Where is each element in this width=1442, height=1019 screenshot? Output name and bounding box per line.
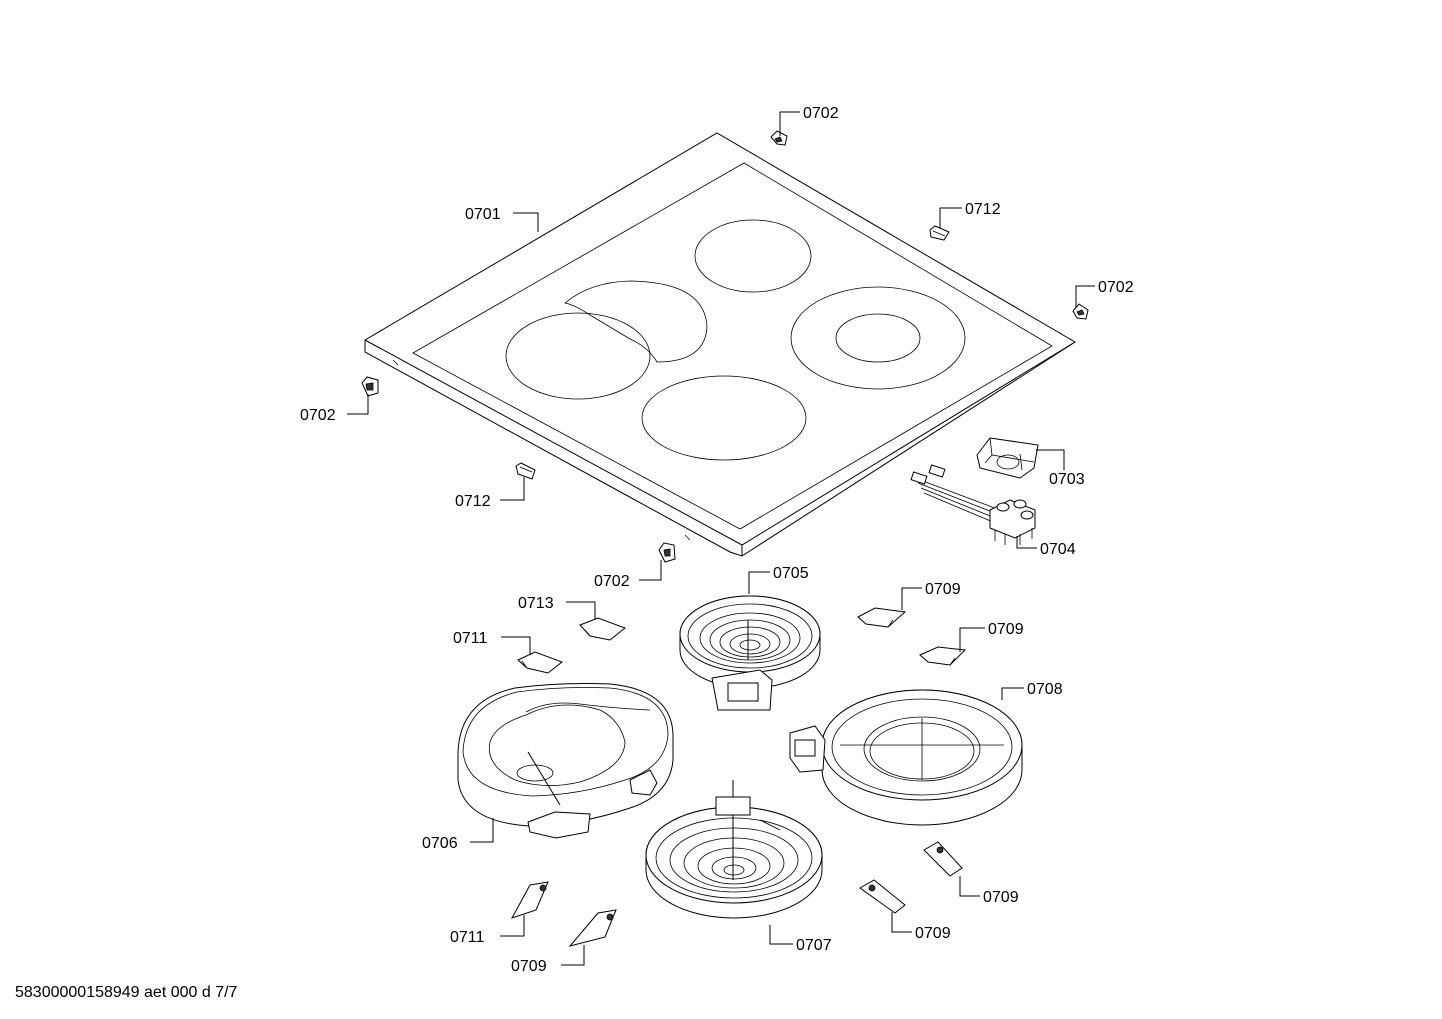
bracket-0711-upper bbox=[517, 651, 564, 674]
bracket-0709-c bbox=[923, 841, 963, 877]
bracket-0709-e bbox=[568, 909, 617, 947]
callout-0702-right: 0702 bbox=[1098, 279, 1134, 296]
leader-lines bbox=[347, 111, 1095, 966]
callout-0711-lower: 0711 bbox=[450, 929, 485, 946]
clip-0702-left bbox=[361, 376, 379, 397]
clip-0712-top bbox=[929, 225, 950, 241]
bracket-0709-a bbox=[857, 607, 907, 628]
callout-labels: 0702 0701 0712 0702 0702 0712 0702 0703 … bbox=[300, 105, 1134, 975]
dual-circuit-heater-0708 bbox=[789, 689, 1023, 826]
bracket-0709-b bbox=[919, 646, 967, 666]
callout-0702-left: 0702 bbox=[300, 407, 336, 424]
radiant-heater-0707 bbox=[645, 780, 823, 919]
clip-0712-left bbox=[515, 462, 536, 480]
callout-0702-top: 0702 bbox=[803, 105, 839, 122]
callout-0707: 0707 bbox=[796, 937, 832, 954]
clip-0702-bottom bbox=[658, 542, 676, 563]
callout-0709-e: 0709 bbox=[511, 958, 547, 975]
clip-0702-top bbox=[770, 130, 788, 146]
callout-0703: 0703 bbox=[1049, 471, 1085, 488]
bracket-0711-lower bbox=[510, 881, 549, 919]
hob-glass-top bbox=[364, 132, 1076, 557]
terminal-cover-0703 bbox=[976, 437, 1039, 479]
callout-0712-left: 0712 bbox=[455, 493, 491, 510]
callout-0711-upper: 0711 bbox=[453, 630, 488, 647]
dual-heater-0706 bbox=[457, 683, 674, 839]
callout-0709-b: 0709 bbox=[988, 621, 1024, 638]
drawing-id: 58300000158949 aet 000 d 7/7 bbox=[15, 984, 238, 1001]
callout-0709-a: 0709 bbox=[925, 581, 961, 598]
callout-0705: 0705 bbox=[773, 565, 809, 582]
bracket-0709-d bbox=[859, 879, 906, 914]
callout-0713: 0713 bbox=[518, 595, 554, 612]
callout-0704: 0704 bbox=[1040, 541, 1076, 558]
callout-0702-bottom: 0702 bbox=[594, 573, 630, 590]
callout-0709-c: 0709 bbox=[983, 889, 1019, 906]
callout-0701: 0701 bbox=[465, 206, 501, 223]
clip-0702-right bbox=[1072, 303, 1089, 320]
bracket-0713 bbox=[579, 617, 627, 641]
radiant-heater-0705 bbox=[679, 595, 821, 711]
callout-0708: 0708 bbox=[1027, 681, 1063, 698]
callout-0712-top: 0712 bbox=[965, 201, 1001, 218]
callout-0709-d: 0709 bbox=[915, 925, 951, 942]
callout-0706: 0706 bbox=[422, 835, 458, 852]
wiring-harness-0704 bbox=[910, 464, 1036, 545]
